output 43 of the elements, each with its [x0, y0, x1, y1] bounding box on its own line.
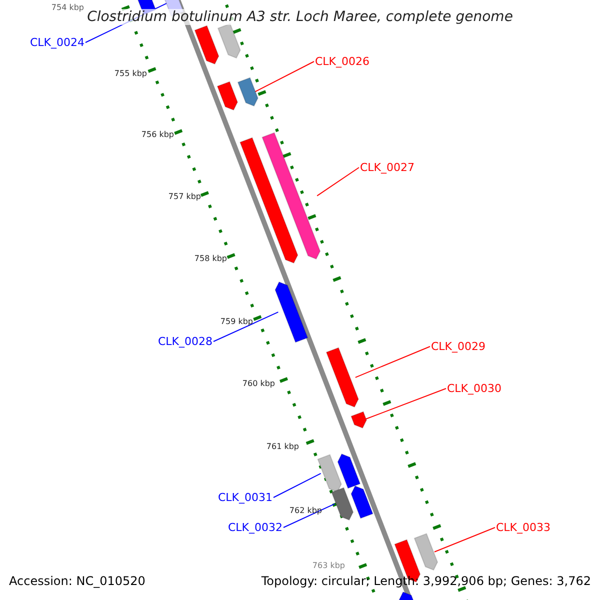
leader-line	[316, 167, 360, 196]
scale-label: 762 kbp	[289, 507, 322, 515]
scale-label: 763 kbp	[312, 562, 345, 570]
scale-label: 754 kbp	[51, 4, 84, 12]
gene-block	[262, 132, 321, 260]
gene-block	[217, 23, 241, 59]
gene-block	[239, 137, 298, 264]
gene-block	[330, 487, 354, 521]
title: Clostridium botulinum A3 str. Loch Maree, complete genome	[87, 9, 513, 25]
leader-line	[354, 346, 430, 378]
leader-line	[273, 472, 322, 498]
gene-label: CLK_0030	[447, 383, 502, 394]
leader-line	[283, 503, 336, 528]
gene-label: CLK_0029	[431, 341, 486, 352]
gene-block	[237, 77, 258, 107]
gene-block	[216, 81, 238, 111]
scale-label: 761 kbp	[266, 443, 299, 451]
gene-label: CLK_0024	[30, 37, 85, 48]
gene-block	[414, 533, 438, 571]
gene-block	[274, 281, 308, 343]
scale-label: 756 kbp	[141, 131, 174, 139]
scale-label: 758 kbp	[194, 255, 227, 263]
gene-label: CLK_0032	[228, 522, 283, 533]
scale-label: 755 kbp	[114, 70, 147, 78]
gene-block	[194, 25, 220, 65]
gene-block	[337, 453, 361, 489]
accession-text: Accession: NC_010520	[9, 575, 146, 587]
scale-label: 760 kbp	[242, 380, 275, 388]
gene-label: CLK_0028	[158, 336, 213, 347]
scale-label: 757 kbp	[168, 193, 201, 201]
gene-label: CLK_0026	[315, 56, 370, 67]
gene-block	[350, 411, 368, 429]
scale-label: 759 kbp	[220, 318, 253, 326]
genome-stats-text: Topology: circular; Length: 3,992,906 bp; Genes: 3,762	[261, 575, 591, 587]
gene-label: CLK_0031	[218, 492, 273, 503]
gene-block	[350, 485, 374, 519]
gene-block	[326, 347, 359, 408]
leader-line	[213, 312, 279, 342]
gene-label: CLK_0033	[496, 522, 551, 533]
gene-block	[317, 454, 342, 493]
gene-label: CLK_0027	[360, 162, 415, 173]
leader-line	[254, 61, 314, 92]
leader-line	[434, 527, 496, 552]
